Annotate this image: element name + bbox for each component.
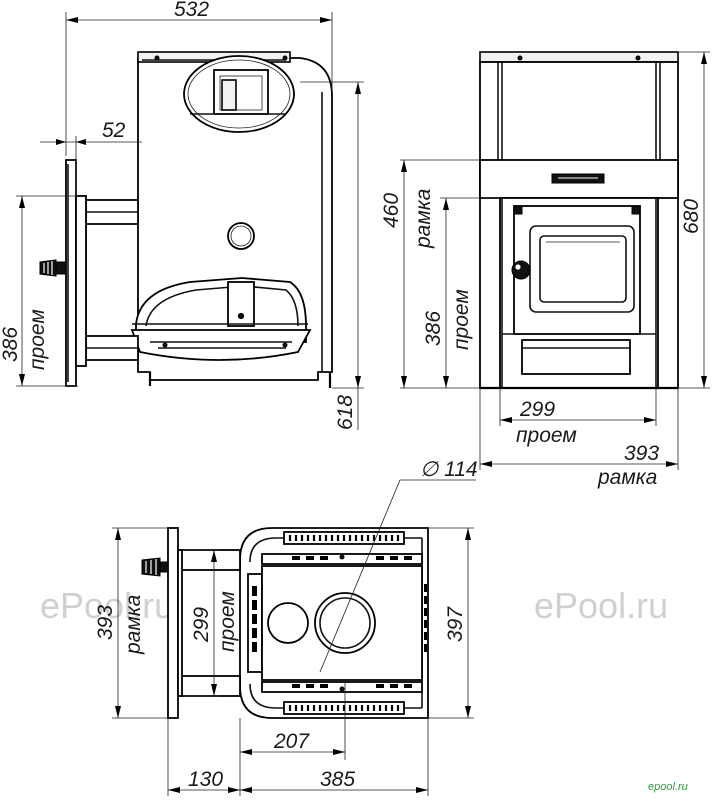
dim-114-value: ∅ 114 <box>420 458 478 481</box>
dim-393-front-value: 393 <box>624 442 659 465</box>
top-chimney-pipe <box>314 592 376 654</box>
watermark-right: ePool.ru <box>534 585 668 626</box>
dim-385-value: 385 <box>320 768 355 791</box>
front-cap-bolt-right <box>635 55 641 61</box>
watermark-corner: epool.ru <box>648 781 688 793</box>
dim-299-top-value: 299 <box>190 607 213 643</box>
top-chimney-pipe-inner <box>319 597 371 649</box>
top-tunnel-lower <box>179 675 241 697</box>
side-cap-bolt-right <box>282 55 288 61</box>
front-door-knob <box>511 260 531 280</box>
top-frame-flange-inner <box>177 549 183 697</box>
side-firebox-dome-inner <box>145 285 299 327</box>
dim-393-top-value: 393 <box>94 605 117 640</box>
top-view: ∅ 114 393 рамка 299 проем 397 207 <box>94 458 478 796</box>
front-door-knob-highlight <box>515 264 521 270</box>
top-door-handle <box>141 557 169 577</box>
dim-299-front-label: проем <box>516 424 577 447</box>
front-door-corner-tl <box>513 205 523 215</box>
dim-460-label: рамка <box>412 189 435 249</box>
top-frame-flange <box>167 527 179 719</box>
top-body-inner-bottom <box>249 683 422 709</box>
dim-393-front-label: рамка <box>597 466 657 489</box>
side-door-handle <box>39 259 67 277</box>
dim-52-value: 52 <box>102 119 126 142</box>
top-tunnel-upper <box>179 549 241 571</box>
side-view: 532 52 386 проем 618 <box>0 0 364 430</box>
top-grille-lower <box>283 701 405 715</box>
front-top-cap <box>479 51 679 63</box>
dim-299-top-label: проем <box>216 591 239 652</box>
dim-460-value: 460 <box>380 193 403 228</box>
side-cap-bolt-left <box>154 55 160 61</box>
front-ash-pan <box>521 339 631 375</box>
top-hole-small <box>267 602 309 644</box>
dim-680-value: 680 <box>680 199 703 234</box>
front-view: 460 рамка 386 проем 680 299 проем 393 ра… <box>380 51 710 489</box>
side-stone-grate-bar <box>221 79 237 111</box>
side-round-port-inner <box>230 225 252 247</box>
top-slots-rows <box>261 553 423 693</box>
side-stone-grate-inner <box>219 75 263 111</box>
side-handle-stem <box>55 261 67 275</box>
watermark-left: ePool.ru <box>40 585 174 626</box>
dim-386-side-label: проем <box>26 309 49 370</box>
top-slots-left <box>247 573 263 673</box>
side-stone-opening-inner <box>187 59 291 129</box>
side-ash-pan <box>130 329 312 361</box>
dim-114-leader <box>319 479 401 673</box>
side-ash-pan-bolt-2 <box>282 342 288 348</box>
dim-299-front-value: 299 <box>519 398 555 421</box>
dim-207-value: 207 <box>273 730 310 753</box>
side-firebox-bolt <box>237 312 245 320</box>
front-cap-bolt-left <box>517 55 523 61</box>
top-body-inner-top <box>249 537 422 563</box>
side-frame-flange-inner <box>75 195 87 367</box>
dim-397-value: 397 <box>444 606 467 642</box>
dim-386-front-value: 386 <box>422 311 445 346</box>
dim-532-value: 532 <box>174 0 209 21</box>
top-grille-upper <box>283 531 405 545</box>
side-ash-pan-bolt-1 <box>162 342 168 348</box>
side-round-port <box>227 222 255 250</box>
top-handle-stem <box>159 561 169 573</box>
dim-386-front-label: проем <box>450 289 473 350</box>
side-firebox-door-plate <box>227 281 255 327</box>
front-door-corner-tr <box>631 205 641 215</box>
dim-386-side-value: 386 <box>0 327 22 362</box>
dim-393-top-label: рамка <box>122 595 145 655</box>
front-door-glass <box>539 235 627 303</box>
dim-618-value: 618 <box>334 395 357 430</box>
dim-130-value: 130 <box>188 768 223 791</box>
